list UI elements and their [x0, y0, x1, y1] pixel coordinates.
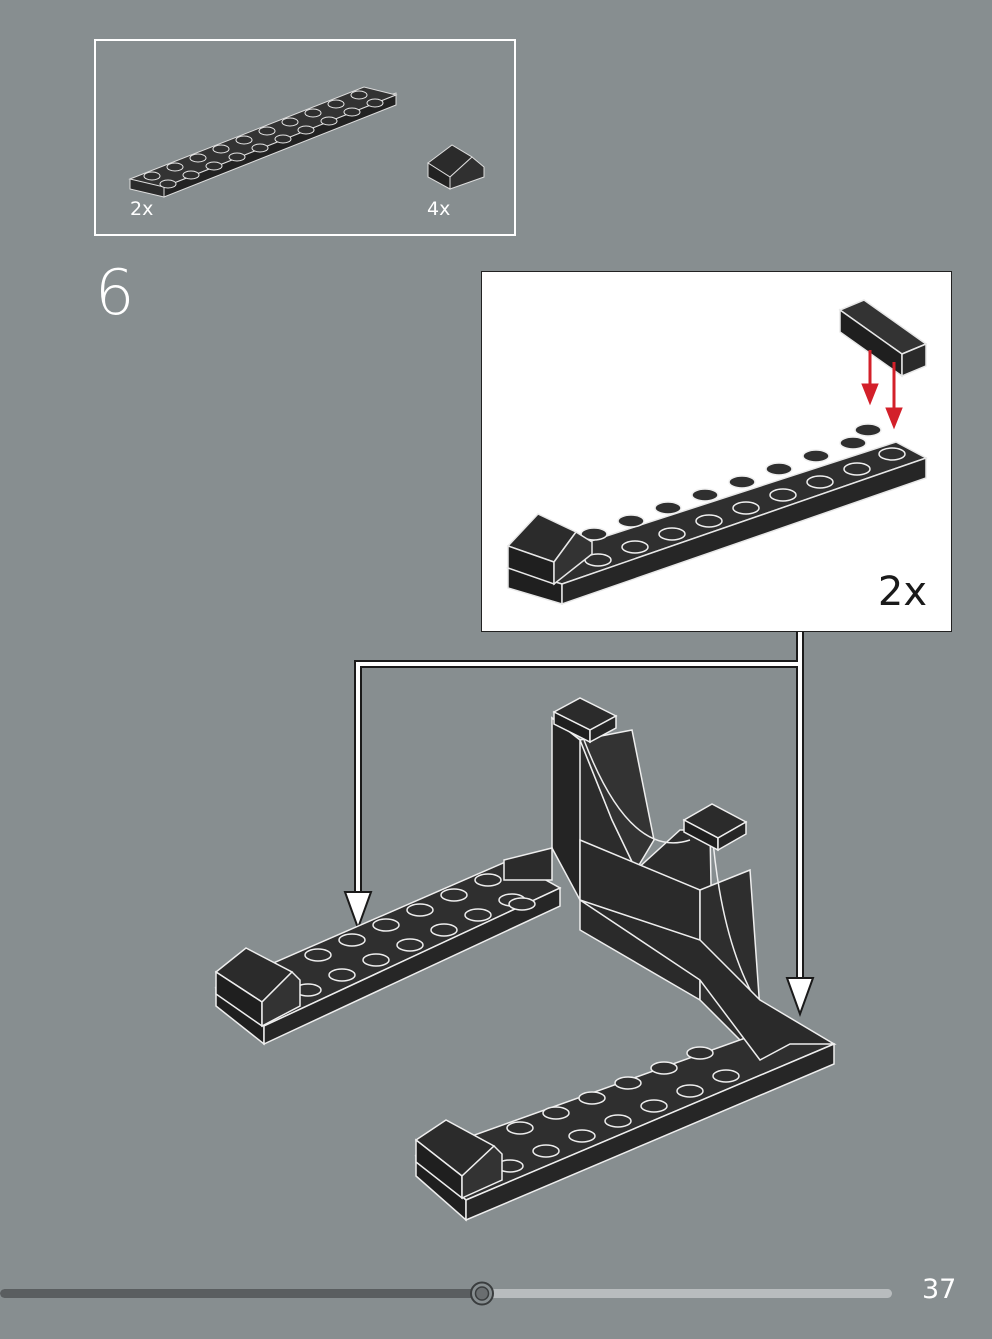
parts-quantity-slope: 4x — [427, 198, 451, 220]
callout-box: 2x — [481, 271, 952, 632]
slope-brick-icon — [427, 144, 485, 190]
parts-list-box: 2x 4x — [94, 39, 516, 236]
progress-indicator-icon — [470, 1281, 494, 1306]
arrow-head-right — [785, 977, 815, 1017]
page-number: 37 — [922, 1274, 957, 1305]
red-arrows — [861, 350, 903, 430]
step-number: 6 — [95, 256, 135, 329]
callout-assembly-illustration — [505, 299, 928, 606]
progress-bar — [0, 1281, 892, 1306]
plate-2x10-icon — [128, 86, 398, 198]
arrow-head-left — [343, 891, 373, 931]
callout-quantity: 2x — [877, 569, 927, 615]
parts-quantity-plate: 2x — [130, 198, 154, 220]
